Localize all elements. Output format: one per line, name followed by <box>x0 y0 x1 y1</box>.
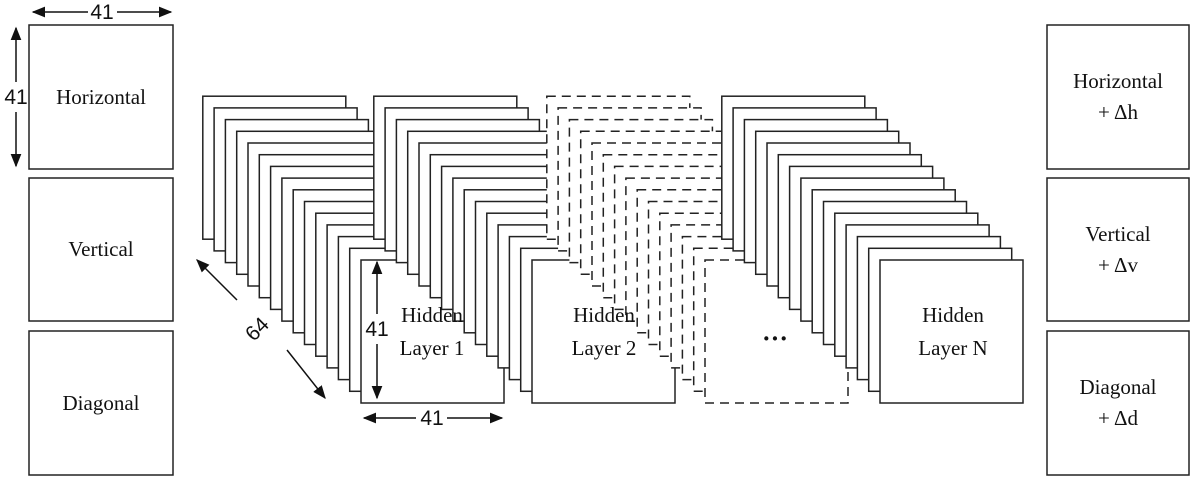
hidden-layer-1-label-line1: Hidden <box>401 303 463 327</box>
input-width-label: 41 <box>90 1 113 24</box>
layer-stacks <box>202 95 1024 404</box>
input-horizontal-label: Horizontal <box>56 85 146 109</box>
output-vertical-label-line2: + Δv <box>1098 253 1138 277</box>
output-diagonal-label-line2: + Δd <box>1098 406 1138 430</box>
output-horizontal: Horizontal + Δh <box>1046 24 1190 170</box>
output-vertical-label-line1: Vertical <box>1085 222 1150 246</box>
hidden-layer-n: Hidden Layer N <box>918 303 987 360</box>
output-vertical: Vertical + Δv <box>1046 177 1190 322</box>
layer-height-label: 41 <box>365 318 388 341</box>
layer-width-label: 41 <box>420 407 443 430</box>
hidden-layer-2-label-line2: Layer 2 <box>572 336 637 360</box>
input-vertical: Vertical <box>28 177 174 322</box>
hidden-layer-1: Hidden Layer 1 <box>400 303 465 360</box>
input-height-dimension: 41 <box>4 26 28 168</box>
hidden-layer-n-label-line2: Layer N <box>918 336 987 360</box>
layer-depth-label: 64 <box>241 313 274 346</box>
hidden-layer-n-label-line1: Hidden <box>922 303 984 327</box>
output-diagonal: Diagonal + Δd <box>1046 330 1190 476</box>
input-horizontal: Horizontal <box>28 24 174 170</box>
hidden-layer-1-label-line2: Layer 1 <box>400 336 465 360</box>
feature-map-sheet <box>879 259 1024 404</box>
input-vertical-label: Vertical <box>68 237 133 261</box>
layer-width-dimension: 41 <box>362 407 504 430</box>
layer-height-dimension: 41 <box>365 260 389 400</box>
output-horizontal-label-line2: + Δh <box>1098 100 1138 124</box>
input-diagonal-label: Diagonal <box>63 391 140 415</box>
stack-hidden-n <box>721 95 1024 404</box>
hidden-layer-2-label-line1: Hidden <box>573 303 635 327</box>
input-diagonal: Diagonal <box>28 330 174 476</box>
input-width-dimension: 41 <box>31 1 173 24</box>
output-horizontal-label-line1: Horizontal <box>1073 69 1163 93</box>
ellipsis-label: ··· <box>762 324 788 353</box>
hidden-layer-2: Hidden Layer 2 <box>572 303 637 360</box>
input-height-label: 41 <box>4 86 27 109</box>
output-diagonal-label-line1: Diagonal <box>1080 375 1157 399</box>
hidden-layer-ellipsis: ··· <box>762 324 788 353</box>
